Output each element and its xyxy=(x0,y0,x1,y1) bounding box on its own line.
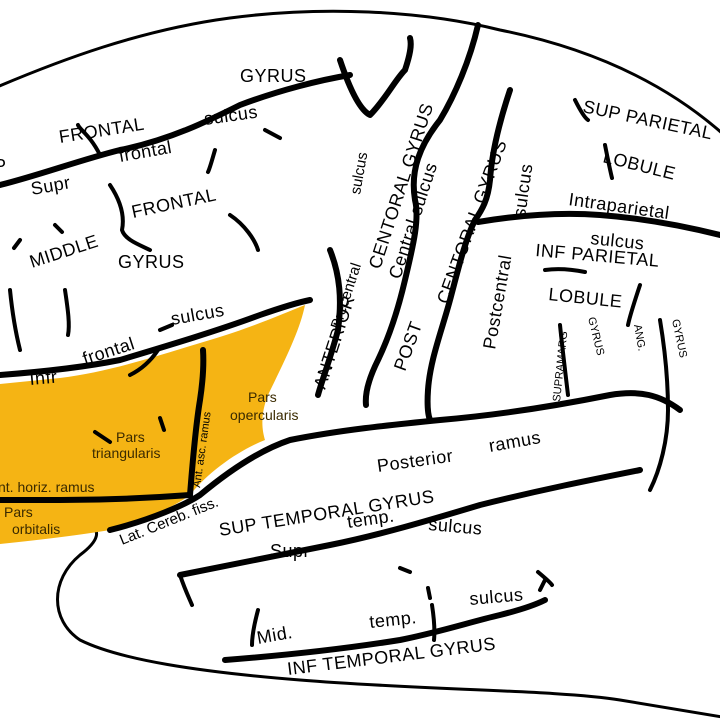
label-pars-orbitalis-1: Pars xyxy=(4,504,33,520)
middle-temporal-branch-1 xyxy=(250,608,260,647)
superior-temporal-sulcus xyxy=(177,467,643,578)
intraparietal-branch-1 xyxy=(573,98,590,122)
precentral-sulcus-lower xyxy=(315,247,343,398)
intraparietal-sulcus xyxy=(475,210,720,238)
mid-frontal-dimple-2 xyxy=(108,183,152,252)
temporal-dimple-1 xyxy=(398,566,412,574)
intraparietal-branch-2 xyxy=(603,143,614,180)
label-sulcus-mid: sulcus xyxy=(469,584,525,609)
middle-temporal-branch-2 xyxy=(430,603,437,642)
label-pars-opercularis-2: opercularis xyxy=(230,407,298,423)
label-pars-triangularis-2: triangularis xyxy=(92,445,160,461)
broca-dimple-1 xyxy=(93,430,112,444)
superior-frontal-branch xyxy=(76,123,102,157)
superior-frontal-sulcus xyxy=(0,72,353,188)
label-ang: ANG. xyxy=(631,323,647,352)
label-temp-mid: temp. xyxy=(368,607,417,632)
lateral-cerebral-fissure xyxy=(107,390,683,533)
mid-frontal-dimple-5 xyxy=(53,223,64,234)
anterior-horizontal-ramus xyxy=(0,492,193,504)
label-supr-temp: Supr xyxy=(270,541,310,561)
mid-frontal-dimple-3 xyxy=(228,213,260,252)
mid-frontal-dimple-1 xyxy=(63,288,71,337)
supramarginal-groove xyxy=(558,323,570,397)
central-sulcus xyxy=(362,22,481,408)
inferior-frontal-sulcus xyxy=(0,297,313,378)
superior-frontal-branch-2 xyxy=(263,128,282,140)
label-sulcus-temp: sulcus xyxy=(428,514,484,539)
label-gyrus-mid: GYRUS xyxy=(118,252,185,272)
precentral-sulcus xyxy=(337,35,414,118)
label-pars-opercularis-1: Pars xyxy=(248,389,277,405)
angular-groove xyxy=(648,318,670,492)
brain-outline xyxy=(0,9,720,719)
middle-temporal-branch-3 xyxy=(536,570,554,592)
broca-dimple-2 xyxy=(158,416,166,432)
broca-area xyxy=(0,305,305,544)
label-p-fragment: P xyxy=(0,156,7,176)
label-gyrus-top: GYRUS xyxy=(240,66,307,86)
mid-frontal-dimple-7 xyxy=(158,323,174,332)
superior-temporal-branch xyxy=(178,573,194,607)
temporal-dimple-2 xyxy=(426,586,432,600)
inferior-frontal-branch xyxy=(8,288,22,352)
supramarginal-dimple xyxy=(543,267,587,274)
label-ant-horiz-ramus: nt. horiz. ramus xyxy=(0,479,94,495)
anterior-ascending-ramus xyxy=(187,347,207,498)
mid-frontal-dimple-4 xyxy=(206,148,217,174)
inferior-parietal-dimple xyxy=(626,283,642,327)
label-pars-triangularis-1: Pars xyxy=(116,429,145,445)
middle-temporal-sulcus xyxy=(222,597,548,663)
mid-frontal-dimple-6 xyxy=(12,238,22,250)
label-infr: Infr xyxy=(29,367,59,389)
mid-frontal-dimple-8 xyxy=(128,348,160,377)
postcentral-sulcus xyxy=(424,87,513,423)
label-pars-orbitalis-2: orbitalis xyxy=(12,521,60,537)
